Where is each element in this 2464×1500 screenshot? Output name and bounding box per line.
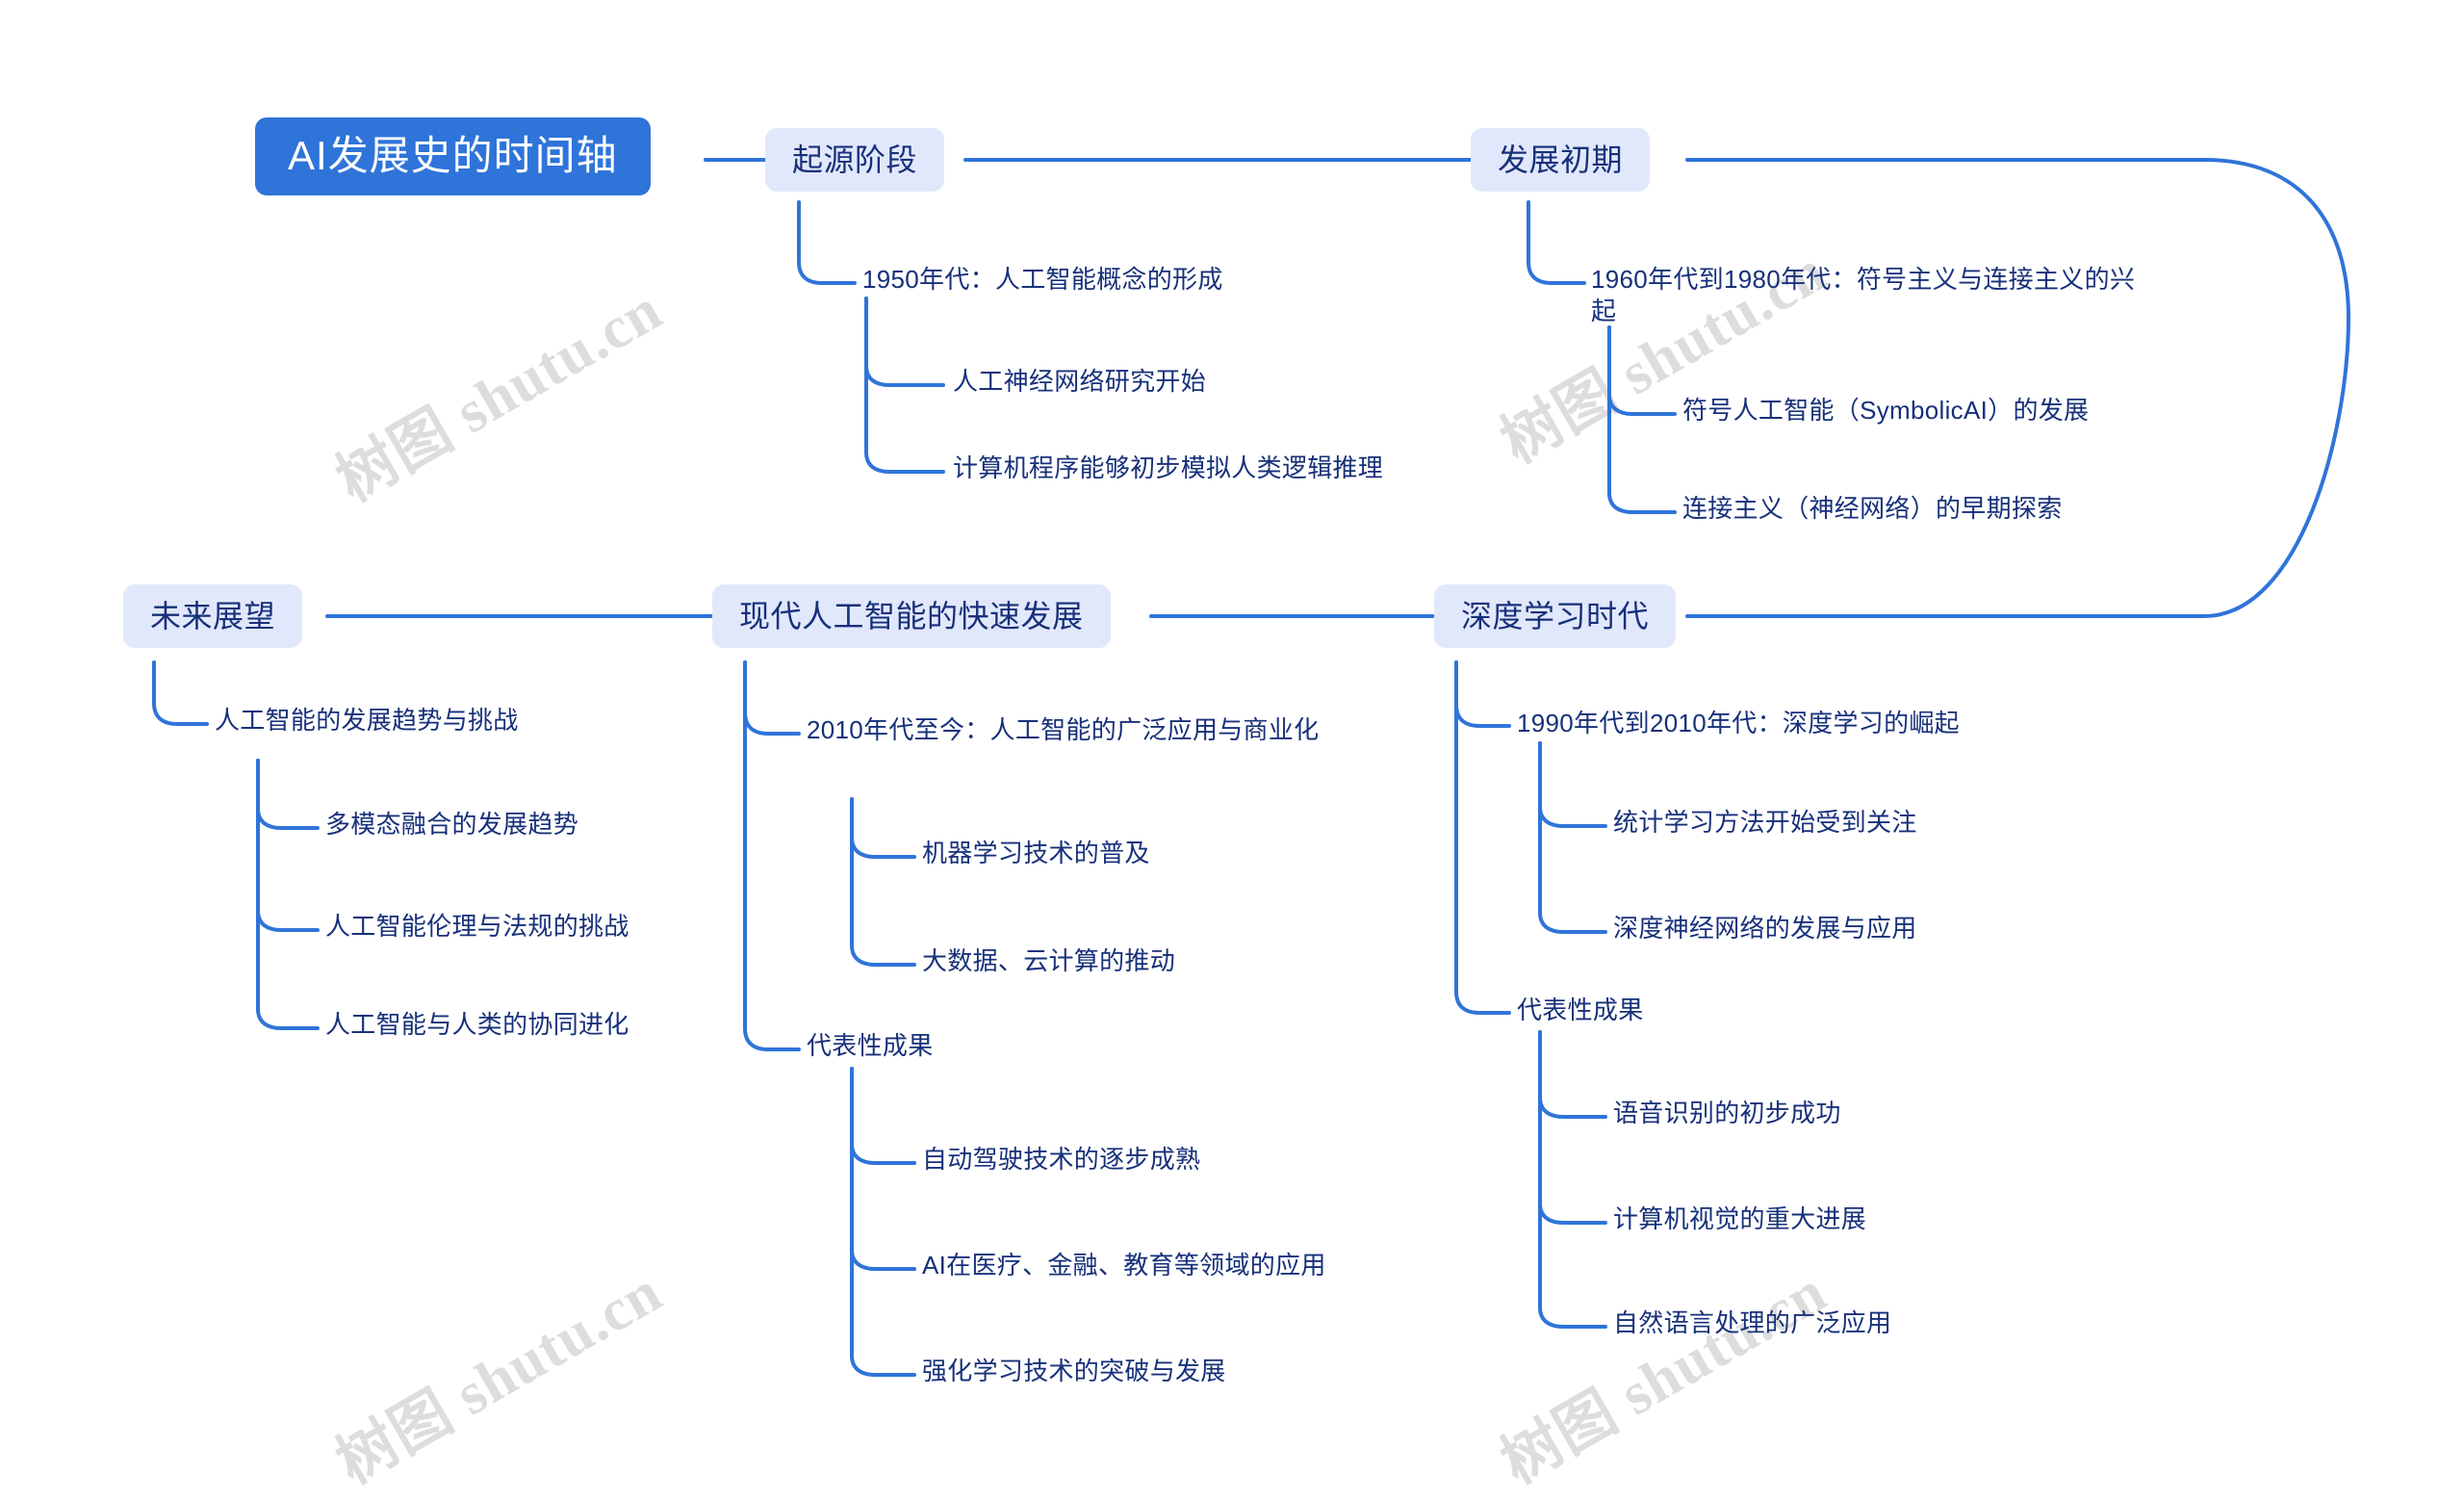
link-deep-c2: [1454, 660, 1511, 1015]
link-future-c1: [152, 660, 209, 726]
leaf-node[interactable]: 人工智能的发展趋势与挑战: [215, 706, 519, 735]
link-modern-c2-3: [850, 1067, 916, 1377]
branch-node-future[interactable]: 未来展望: [123, 584, 303, 648]
link-future-c1-1: [256, 759, 320, 830]
leaf-node[interactable]: 2010年代至今：人工智能的广泛应用与商业化: [807, 715, 1320, 744]
leaf-node[interactable]: 自动驾驶技术的逐步成熟: [922, 1145, 1201, 1174]
link-origin-c1-2: [864, 297, 945, 474]
link-modern-c1: [743, 660, 801, 736]
leaf-node[interactable]: 代表性成果: [807, 1031, 934, 1060]
leaf-node[interactable]: 人工神经网络研究开始: [953, 367, 1207, 396]
watermark: 树图 shutu.cn: [1491, 1258, 1837, 1497]
link-future-c1-3: [256, 759, 320, 1030]
branch-node-deep[interactable]: 深度学习时代: [1434, 584, 1677, 648]
link-origin-c1-1: [864, 297, 945, 387]
leaf-node[interactable]: 大数据、云计算的推动: [922, 946, 1176, 975]
watermark: 树图 shutu.cn: [1491, 238, 1837, 477]
leaf-node[interactable]: 1960年代到1980年代：符号主义与连接主义的兴起: [1591, 265, 2136, 325]
leaf-node[interactable]: 计算机视觉的重大进展: [1613, 1204, 1867, 1233]
leaf-node[interactable]: AI在医疗、金融、教育等领域的应用: [922, 1251, 1326, 1280]
branch-node-modern[interactable]: 现代人工智能的快速发展: [712, 584, 1111, 648]
leaf-node[interactable]: 机器学习技术的普及: [922, 839, 1150, 867]
link-modern-c1-2: [850, 797, 916, 967]
link-early-c1: [1527, 200, 1586, 285]
leaf-node[interactable]: 深度神经网络的发展与应用: [1613, 914, 1917, 943]
link-deep-c2-3: [1538, 1030, 1607, 1329]
link-modern-c2: [743, 660, 801, 1051]
leaf-node[interactable]: 自然语言处理的广泛应用: [1613, 1308, 1892, 1337]
link-future-c1-2: [256, 759, 320, 932]
link-modern-c1-1: [850, 797, 916, 859]
link-deep-c2-1: [1538, 1030, 1607, 1119]
leaf-node[interactable]: 多模态融合的发展趋势: [325, 810, 579, 839]
leaf-node[interactable]: 连接主义（神经网络）的早期探索: [1682, 494, 2063, 523]
leaf-node[interactable]: 强化学习技术的突破与发展: [922, 1357, 1226, 1385]
branch-node-origin[interactable]: 起源阶段: [765, 128, 945, 192]
link-modern-c2-2: [850, 1067, 916, 1271]
leaf-node[interactable]: 计算机程序能够初步模拟人类逻辑推理: [953, 453, 1384, 482]
leaf-node[interactable]: 语音识别的初步成功: [1613, 1099, 1841, 1127]
link-modern-c2-1: [850, 1067, 916, 1165]
root-node[interactable]: AI发展史的时间轴: [255, 117, 651, 195]
leaf-node[interactable]: 符号人工智能（SymbolicAI）的发展: [1682, 396, 2090, 425]
leaf-node[interactable]: 代表性成果: [1517, 996, 1644, 1024]
link-deep-c2-2: [1538, 1030, 1607, 1225]
leaf-node[interactable]: 统计学习方法开始受到关注: [1613, 808, 1917, 837]
link-deep-c1-1: [1538, 741, 1607, 828]
leaf-node[interactable]: 人工智能与人类的协同进化: [325, 1010, 629, 1039]
link-origin-c1: [797, 200, 857, 285]
link-deep-c1: [1454, 660, 1511, 728]
branch-node-early[interactable]: 发展初期: [1471, 128, 1651, 192]
leaf-node[interactable]: 1990年代到2010年代：深度学习的崛起: [1517, 709, 1960, 737]
link-deep-c1-2: [1538, 741, 1607, 934]
leaf-node[interactable]: 1950年代：人工智能概念的形成: [862, 265, 1223, 294]
watermark: 树图 shutu.cn: [326, 276, 673, 515]
watermark: 树图 shutu.cn: [326, 1258, 673, 1497]
leaf-node[interactable]: 人工智能伦理与法规的挑战: [325, 912, 629, 941]
